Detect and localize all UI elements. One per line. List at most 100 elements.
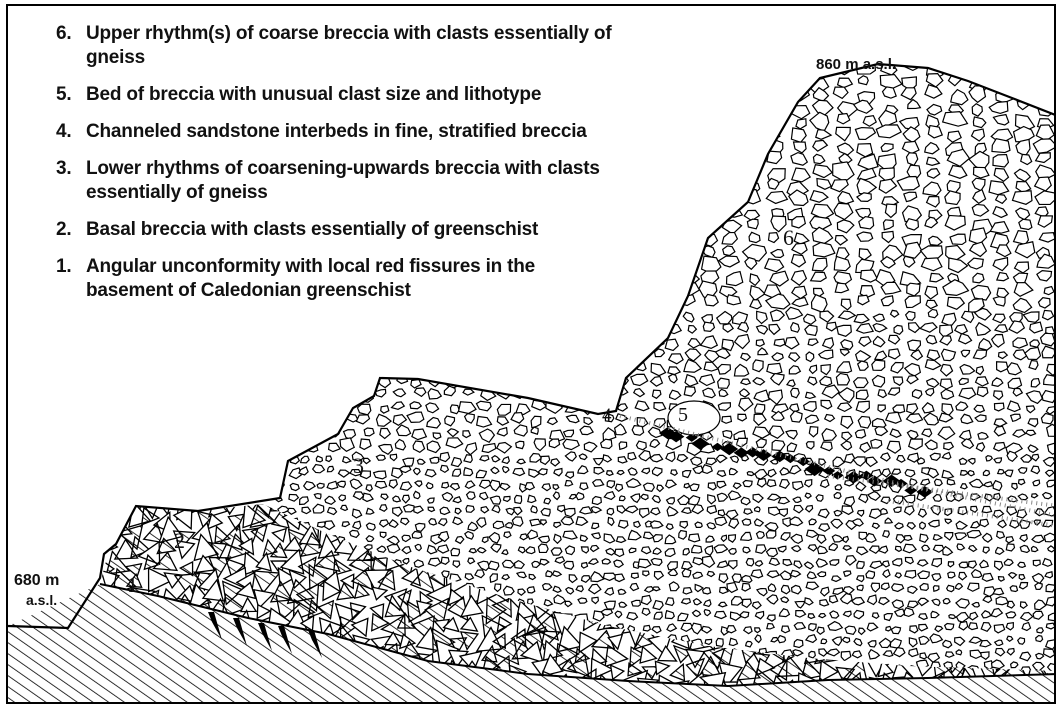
upper-breccia-clast [615,424,627,435]
upper-breccia-clast [642,468,650,474]
upper-breccia-clast [743,72,763,88]
upper-breccia-clast [1026,430,1036,435]
upper-breccia-clast [462,361,474,371]
upper-breccia-clast [631,218,648,233]
upper-breccia-clast [341,376,356,385]
upper-breccia-clast [940,336,951,345]
upper-breccia-clast [380,428,390,438]
upper-breccia-clast [859,628,865,634]
upper-breccia-clast [578,466,588,474]
upper-breccia-clast [891,363,903,373]
upper-breccia-clast [682,561,692,569]
upper-breccia-clast [731,456,739,462]
upper-breccia-clast [528,495,536,502]
upper-breccia-clast [504,496,510,501]
upper-breccia-clast [441,465,449,472]
upper-breccia-clast [993,258,1008,271]
upper-breccia-clast [927,197,940,207]
upper-breccia-clast [440,507,450,514]
unit-label-6: 6 [783,225,794,251]
upper-breccia-clast [430,457,439,463]
upper-breccia-clast [830,611,839,618]
upper-breccia-clast [678,62,690,74]
upper-breccia-clast [727,626,736,633]
upper-breccia-clast [620,496,626,501]
upper-breccia-clast [375,482,386,489]
upper-breccia-clast [275,467,283,474]
upper-breccia-clast [548,418,558,425]
basal-breccia-clast [180,562,192,576]
upper-breccia-clast [812,258,827,271]
upper-breccia-clast [479,374,493,386]
upper-breccia-clast [823,338,834,349]
upper-breccia-clast [626,479,640,488]
upper-breccia-clast [770,426,784,438]
upper-breccia-clast [983,470,989,475]
upper-breccia-clast [704,600,711,607]
upper-breccia-clast [751,570,762,578]
upper-breccia-clast [481,507,488,513]
upper-breccia-clast [821,400,832,409]
upper-breccia-clast [756,545,766,553]
upper-breccia-clast [870,561,882,568]
upper-breccia-clast [397,425,411,436]
upper-breccia-clast [941,389,954,399]
basal-breccia-clast [372,587,387,600]
upper-breccia-clast [882,583,890,589]
upper-breccia-clast [840,349,849,355]
upper-breccia-clast [542,484,550,491]
upper-breccia-clast [725,182,738,193]
upper-breccia-clast [718,403,730,411]
upper-breccia-clast [945,191,960,205]
upper-breccia-clast [843,637,850,642]
upper-breccia-clast [1033,480,1040,486]
upper-breccia-clast [1046,623,1055,629]
upper-breccia-clast [512,335,525,347]
upper-breccia-clast [514,507,522,514]
upper-breccia-clast [931,506,940,515]
upper-breccia-clast [1014,231,1029,245]
upper-breccia-clast [883,87,897,98]
upper-breccia-clast [596,360,615,371]
upper-breccia-clast [794,505,803,512]
upper-breccia-clast [427,336,442,348]
upper-breccia-clast [428,389,441,399]
upper-breccia-clast [1032,535,1044,542]
upper-breccia-clast [651,508,660,515]
upper-breccia-clast [906,153,917,166]
upper-breccia-clast [553,492,559,500]
upper-breccia-clast [957,544,964,550]
upper-breccia-clast [463,354,472,362]
elevation-top-label: 860 m a.s.l. [816,56,896,73]
upper-breccia-clast [346,324,357,333]
upper-breccia-clast [603,573,616,580]
upper-breccia-clast [1012,484,1017,490]
upper-breccia-clast [1013,74,1033,89]
upper-breccia-clast [464,455,472,463]
upper-breccia-clast [665,535,676,544]
upper-breccia-clast [393,496,401,502]
upper-breccia-clast [350,479,362,489]
upper-breccia-clast [1046,470,1054,476]
upper-breccia-clast [1037,61,1054,73]
upper-breccia-clast [837,113,850,123]
upper-breccia-clast [1045,572,1052,578]
upper-breccia-clast [980,560,989,567]
upper-breccia-clast [482,537,488,543]
upper-breccia-clast [808,339,818,346]
upper-breccia-clast [727,272,743,286]
upper-breccia-clast [734,364,748,376]
upper-breccia-clast [691,457,702,466]
upper-breccia-clast [973,273,984,283]
upper-breccia-clast [425,470,436,477]
upper-breccia-clast [1012,191,1031,205]
upper-breccia-clast [997,362,1008,372]
legend-number: 4. [56,120,86,144]
upper-breccia-clast [791,534,802,543]
upper-breccia-clast [589,559,598,564]
upper-breccia-clast [683,312,694,322]
upper-breccia-clast [858,76,868,85]
upper-breccia-clast [378,336,388,345]
upper-breccia-clast [604,601,615,609]
upper-breccia-clast [1048,546,1055,552]
